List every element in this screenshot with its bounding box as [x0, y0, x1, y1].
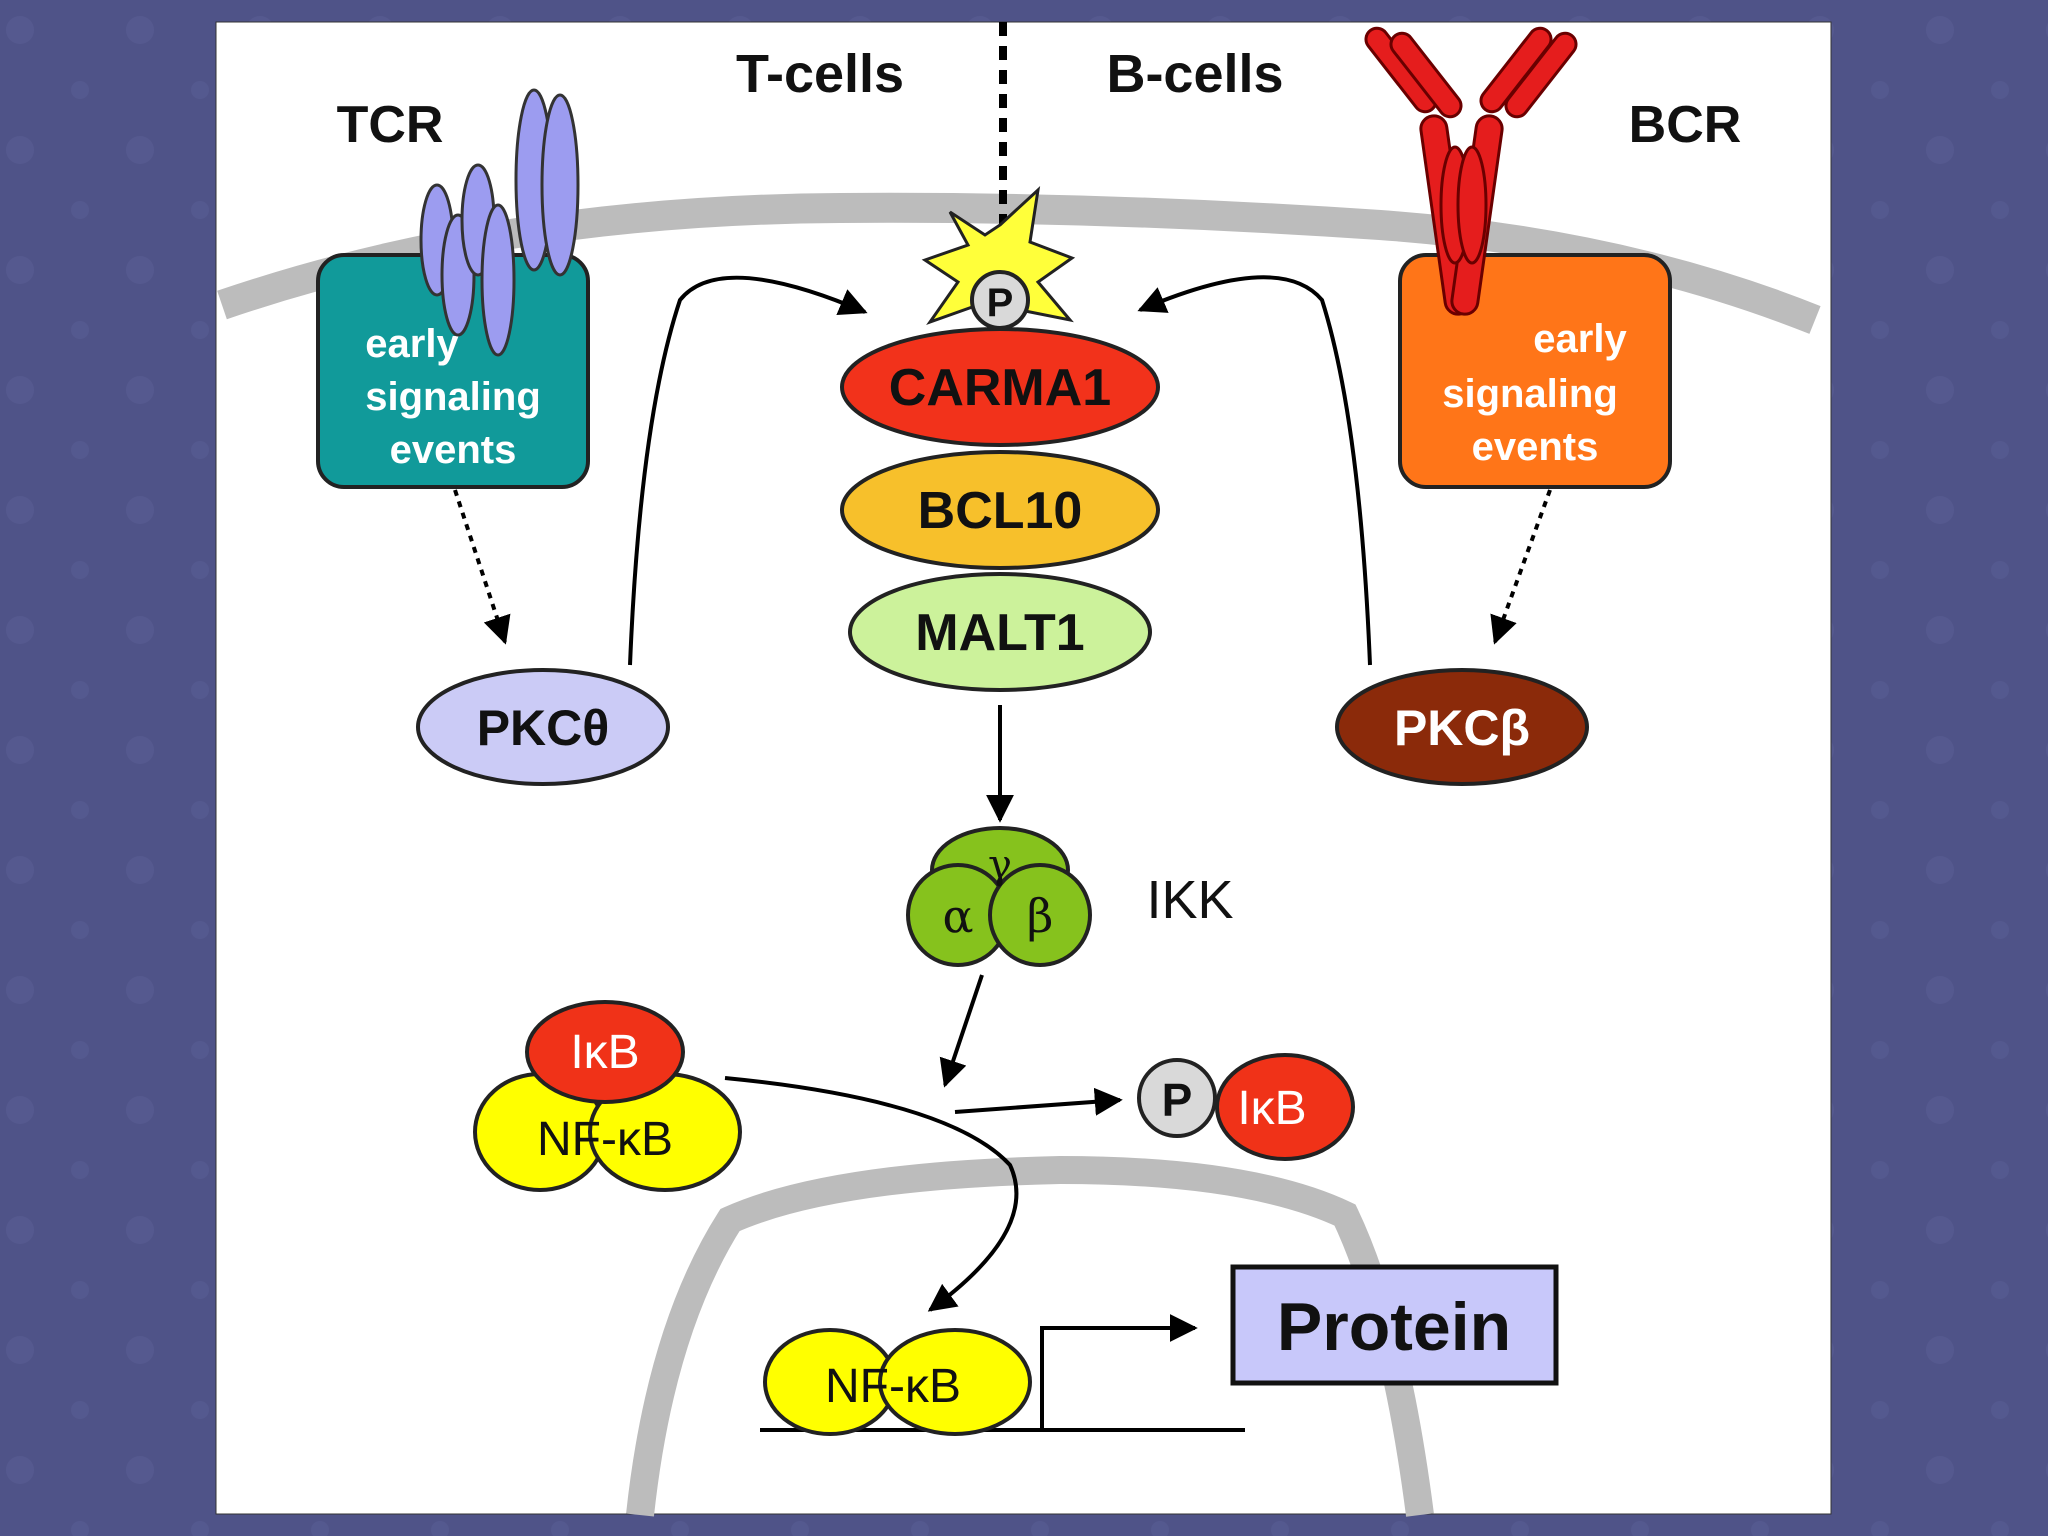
p-ikb-phospho-label: P: [1162, 1074, 1193, 1126]
ikb-cyto-label: IκB: [570, 1026, 639, 1079]
transcription-arrow: [1040, 1314, 1198, 1430]
b-cells-label: B-cells: [1106, 44, 1283, 104]
ikk-gamma-label: γ: [988, 842, 1012, 888]
pkc-theta-node: [416, 668, 670, 786]
early-left-line3: events: [390, 428, 517, 472]
bcr-receptor: [1364, 26, 1578, 316]
early-right-line2: signaling: [1442, 372, 1618, 416]
pkc-beta-label: PKCβ: [1394, 700, 1530, 756]
bcr-label: BCR: [1629, 96, 1742, 154]
carma1-label: CARMA1: [889, 359, 1111, 417]
ikb-cyto-node: [525, 1000, 685, 1104]
nfkb-nuc-right: [878, 1328, 1032, 1436]
nfkb-nucleus-label: NF-κB: [825, 1360, 961, 1413]
early-left-line1: early: [365, 322, 459, 366]
pkc-beta-node: [1335, 668, 1589, 786]
carma1-node: [840, 327, 1160, 447]
tcr-receptor: [419, 88, 580, 357]
t-cells-label: T-cells: [736, 44, 904, 104]
ikk-beta-subunit: [988, 863, 1092, 967]
protein-label: Protein: [1277, 1289, 1511, 1365]
arrow-pkc-beta-to-carma1: [1137, 275, 1372, 666]
ikk-label: IKK: [1146, 870, 1233, 930]
arrow-ikk-down: [939, 974, 984, 1088]
tcr-label: TCR: [337, 96, 444, 154]
p-ikb-node: [1215, 1053, 1355, 1161]
ikk-alpha-label: α: [942, 889, 973, 943]
arrow-nfkb-to-nucleus: [724, 1076, 1019, 1312]
arrow-to-p-ikb: [954, 1087, 1123, 1116]
pkc-theta-label: PKCθ: [477, 700, 610, 756]
bcl10-node: [840, 450, 1160, 570]
ikk-complex: [906, 826, 1092, 967]
nfkb-nucleus-complex: [763, 1328, 1032, 1436]
p-ikb-label: IκB: [1237, 1082, 1306, 1135]
arrow-pkc-theta-to-carma1: [628, 275, 868, 666]
early-right-line1: early: [1533, 317, 1627, 361]
early-signaling-text-right: early signaling events: [1442, 317, 1627, 469]
ikk-beta-label: β: [1027, 889, 1054, 943]
malt1-label: MALT1: [915, 604, 1084, 662]
bcl10-label: BCL10: [918, 482, 1083, 540]
protein-box: [1230, 1264, 1559, 1386]
nfkb-cyto-label: NF-κB: [537, 1113, 673, 1166]
p-ikb-phospho-circle: [1137, 1058, 1217, 1138]
ikb-nfkb-complex: [473, 1000, 742, 1192]
phospho-label-top: P: [987, 281, 1014, 325]
malt1-node: [848, 572, 1152, 692]
early-left-line2: signaling: [365, 375, 541, 419]
early-right-line3: events: [1472, 425, 1599, 469]
early-signaling-text-left: early signaling events: [365, 322, 541, 472]
arrow-early-to-pkc-beta: [1490, 489, 1552, 645]
arrow-early-to-pkc-theta: [453, 489, 511, 645]
